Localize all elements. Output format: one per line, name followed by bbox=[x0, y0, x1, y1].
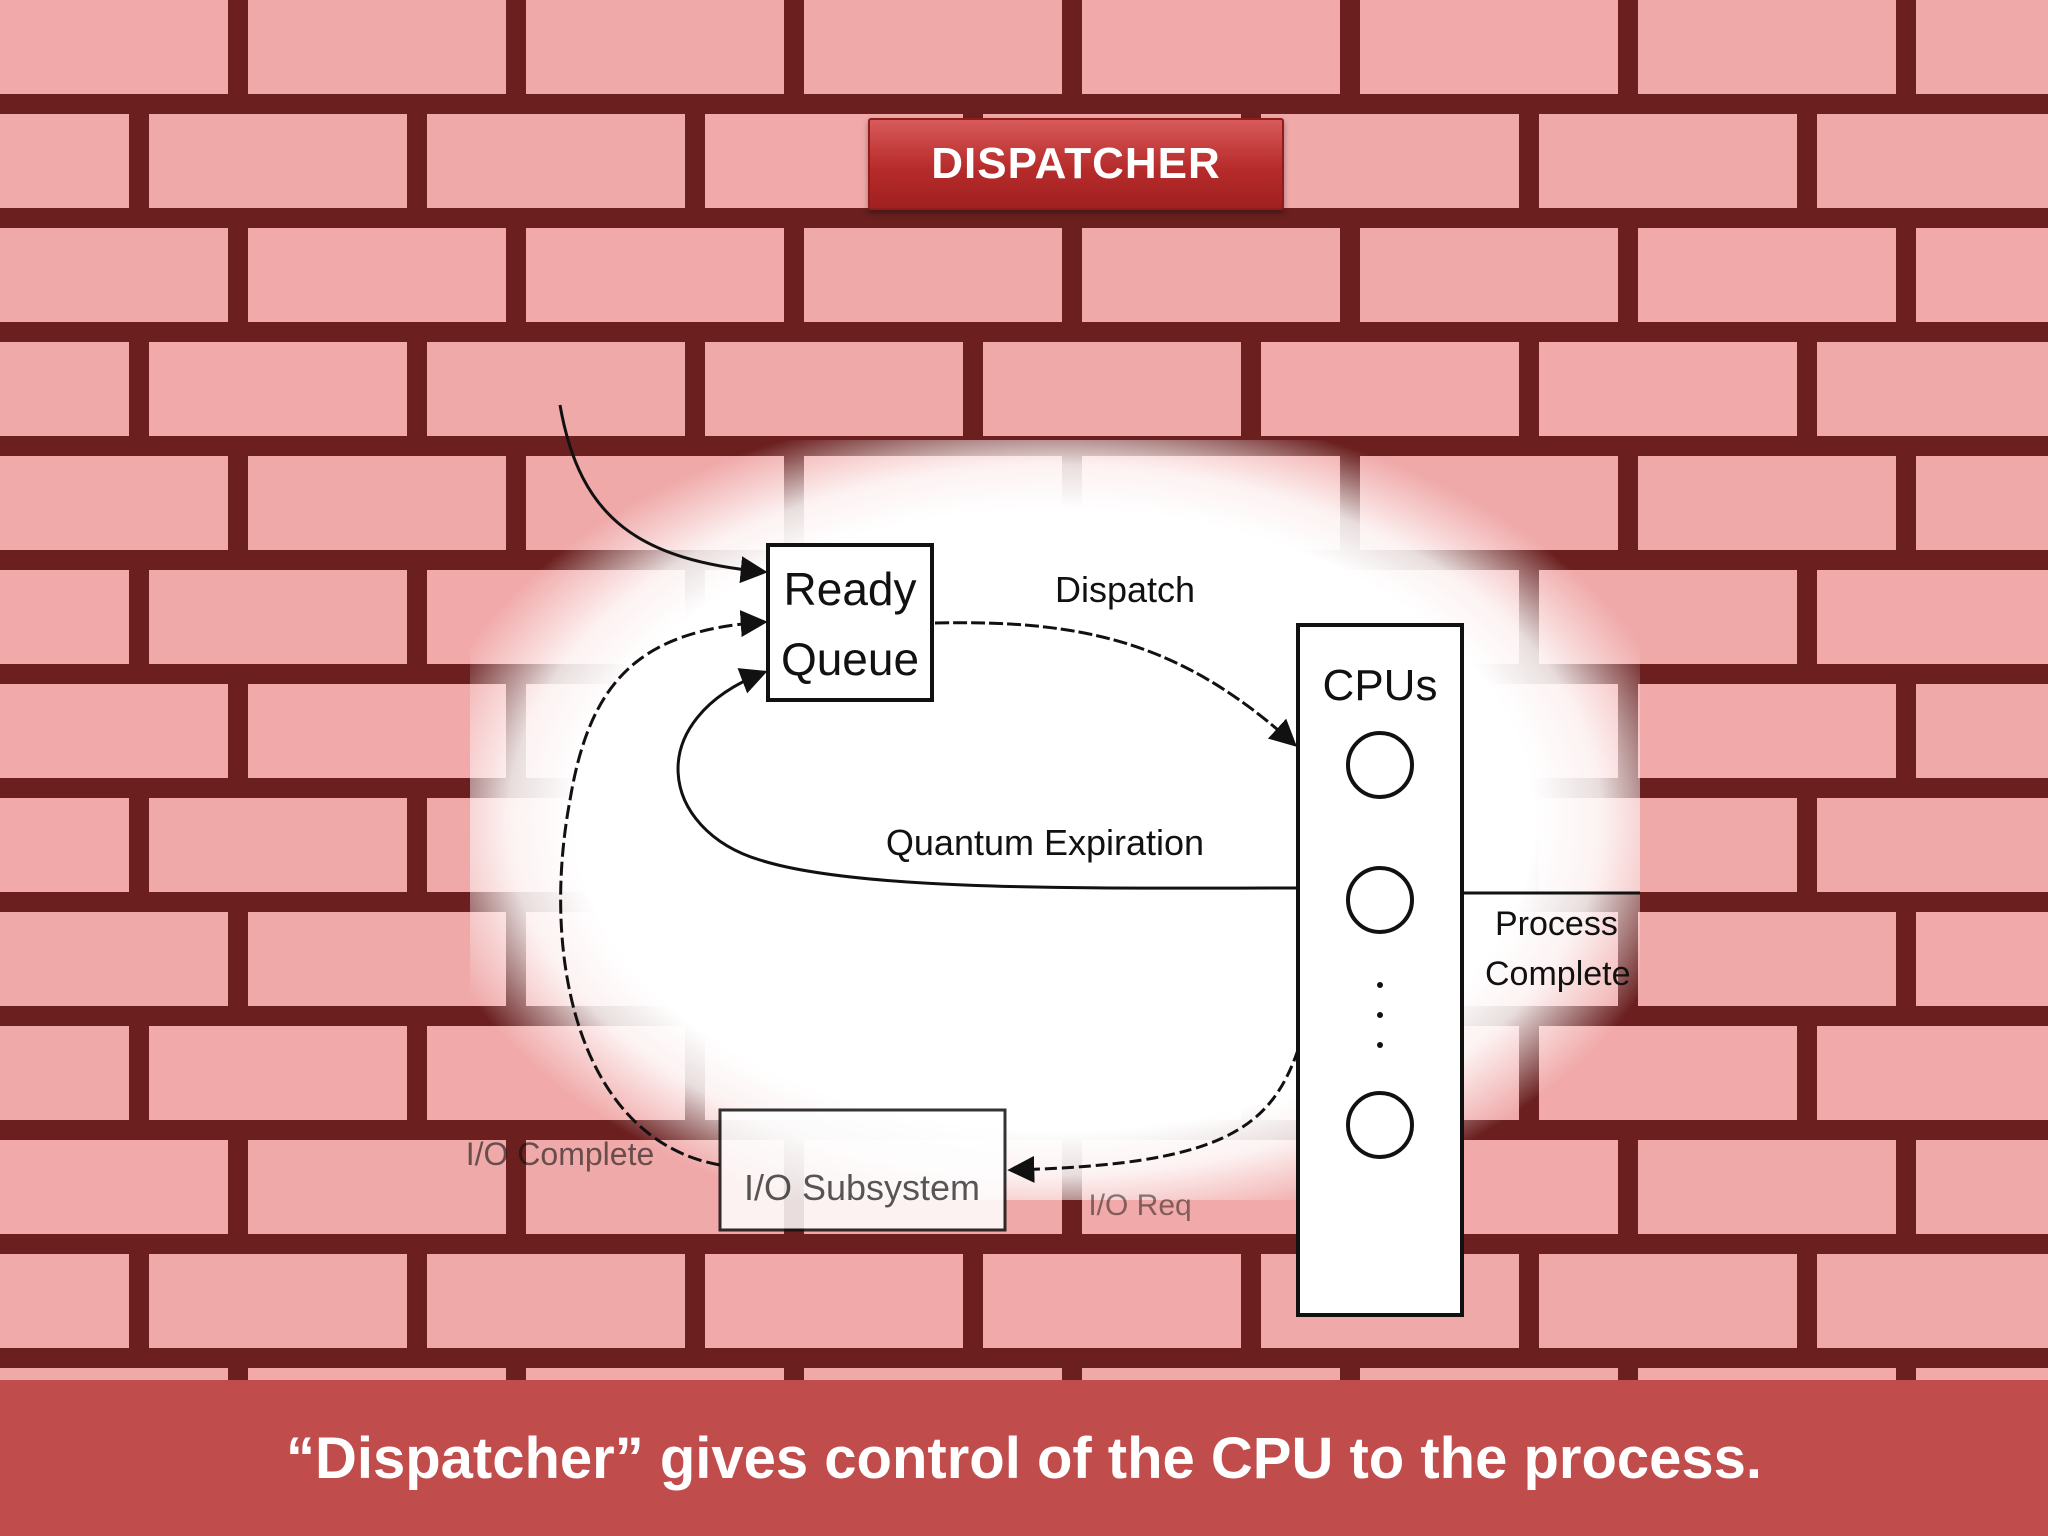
brick bbox=[238, 902, 516, 1016]
brick bbox=[1807, 1244, 2048, 1358]
brick bbox=[139, 788, 417, 902]
brick bbox=[139, 104, 417, 218]
io-request-label: I/O Req bbox=[1088, 1189, 1191, 1222]
brick bbox=[0, 104, 139, 218]
brick bbox=[973, 1244, 1251, 1358]
brick bbox=[695, 1244, 973, 1358]
cpu-dot-1 bbox=[1377, 982, 1383, 988]
brick bbox=[0, 560, 139, 674]
title-badge: DISPATCHER bbox=[868, 118, 1284, 210]
brick bbox=[1807, 1016, 2048, 1130]
io-complete-label: I/O Complete bbox=[466, 1136, 655, 1172]
brick bbox=[1906, 446, 2048, 560]
brick bbox=[1628, 902, 1906, 1016]
brick bbox=[139, 560, 417, 674]
brick bbox=[1628, 218, 1906, 332]
process-complete-label-line1: Process bbox=[1495, 905, 1618, 943]
io-request-arrow bbox=[1007, 1049, 1300, 1183]
io-subsystem-box bbox=[718, 1108, 1007, 1232]
brick bbox=[973, 332, 1251, 446]
brick bbox=[1906, 1130, 2048, 1244]
brick bbox=[238, 0, 516, 104]
brick bbox=[1628, 0, 1906, 104]
slide-title: DISPATCHER bbox=[931, 139, 1221, 188]
brick bbox=[1072, 218, 1350, 332]
cpu-circle-1 bbox=[1346, 731, 1414, 799]
brick bbox=[0, 1244, 139, 1358]
brick bbox=[1906, 674, 2048, 788]
brick bbox=[0, 1016, 139, 1130]
io-complete-arrow bbox=[559, 610, 768, 1167]
brick bbox=[139, 332, 417, 446]
brick bbox=[794, 218, 1072, 332]
cpus-box bbox=[1296, 623, 1464, 1317]
brick bbox=[0, 902, 238, 1016]
brick bbox=[0, 218, 238, 332]
brick bbox=[794, 0, 1072, 104]
brick bbox=[1628, 1130, 1906, 1244]
brick bbox=[1906, 0, 2048, 104]
cpu-dot-2 bbox=[1377, 1012, 1383, 1018]
brick bbox=[1529, 1244, 1807, 1358]
dispatch-label: Dispatch bbox=[1055, 569, 1195, 610]
ready-queue-label-line2: Queue bbox=[781, 633, 919, 685]
new-process-arrow bbox=[558, 404, 768, 584]
brick bbox=[238, 1130, 516, 1244]
brick bbox=[1529, 332, 1807, 446]
brick bbox=[0, 446, 238, 560]
brick bbox=[1906, 218, 2048, 332]
quantum-expiration-arrow bbox=[676, 668, 1299, 890]
process-complete-label-line2: Complete bbox=[1485, 955, 1631, 993]
brick bbox=[238, 218, 516, 332]
ready-queue-label-line1: Ready bbox=[784, 563, 917, 615]
brick bbox=[0, 674, 238, 788]
brick bbox=[1807, 788, 2048, 902]
cpus-label: CPUs bbox=[1323, 661, 1438, 710]
dispatcher-diagram: Ready Queue CPUs Dispatch Quantum Expira… bbox=[466, 404, 1640, 1317]
cpu-circle-3 bbox=[1346, 1091, 1414, 1159]
brick bbox=[1807, 560, 2048, 674]
quantum-expiration-label: Quantum Expiration bbox=[886, 822, 1204, 863]
brick bbox=[0, 0, 238, 104]
brick bbox=[0, 332, 139, 446]
brick bbox=[0, 1130, 238, 1244]
slide-caption: “Dispatcher” gives control of the CPU to… bbox=[285, 1425, 1763, 1491]
caption-bar: “Dispatcher” gives control of the CPU to… bbox=[0, 1380, 2048, 1536]
dispatch-arrow bbox=[934, 621, 1297, 747]
io-subsystem-label: I/O Subsystem bbox=[744, 1167, 980, 1208]
brick bbox=[1529, 104, 1807, 218]
brick bbox=[238, 674, 516, 788]
ready-queue-box bbox=[766, 543, 934, 702]
cpu-circle-2 bbox=[1346, 866, 1414, 934]
brick bbox=[516, 218, 794, 332]
brick bbox=[1350, 218, 1628, 332]
cpu-dot-3 bbox=[1377, 1042, 1383, 1048]
brick bbox=[139, 1016, 417, 1130]
brick bbox=[516, 0, 794, 104]
brick bbox=[417, 1244, 695, 1358]
brick bbox=[1072, 0, 1350, 104]
brick bbox=[1807, 332, 2048, 446]
brick bbox=[695, 332, 973, 446]
brick bbox=[1906, 902, 2048, 1016]
brick bbox=[1807, 104, 2048, 218]
brick bbox=[1350, 0, 1628, 104]
brick bbox=[0, 788, 139, 902]
brick bbox=[139, 1244, 417, 1358]
brick bbox=[1628, 674, 1906, 788]
brick bbox=[417, 104, 695, 218]
